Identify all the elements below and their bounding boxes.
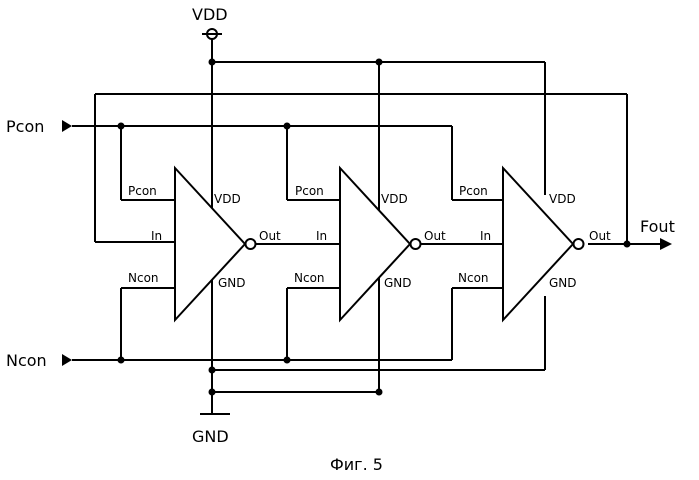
pcon-input-label: Pcon [6, 117, 44, 136]
stage-1-out-pin: Out [259, 229, 281, 243]
stage-3-in-pin: In [480, 229, 491, 243]
stage-1-in-pin: In [151, 229, 162, 243]
stage-1-gnd-pin: GND [218, 276, 246, 290]
stage-2-pcon-pin: Pcon [295, 184, 324, 198]
stage-3-ncon-pin: Ncon [458, 271, 489, 285]
stage-2-gnd-pin: GND [384, 276, 412, 290]
fout-output-label: Fout [640, 217, 675, 236]
stage-1-pcon-pin: Pcon [128, 184, 157, 198]
ncon-bus [62, 288, 503, 366]
gnd-rail [209, 296, 546, 396]
stage-2-out-pin: Out [424, 229, 446, 243]
stage-2-in-pin: In [316, 229, 327, 243]
stage-2-vdd-pin: VDD [381, 192, 408, 206]
stage-3-vdd-pin: VDD [549, 192, 576, 206]
stage-3-pcon-pin: Pcon [459, 184, 488, 198]
stage-3-gnd-pin: GND [549, 276, 577, 290]
ncon-input-label: Ncon [6, 351, 47, 370]
stage-3-out-pin: Out [589, 229, 611, 243]
vdd-label: VDD [192, 5, 228, 24]
gnd-label: GND [192, 427, 229, 446]
stage-1-ncon-pin: Ncon [128, 271, 159, 285]
figure-caption: Фиг. 5 [330, 455, 383, 474]
stage-1-vdd-pin: VDD [214, 192, 241, 206]
stage-2-ncon-pin: Ncon [294, 271, 325, 285]
